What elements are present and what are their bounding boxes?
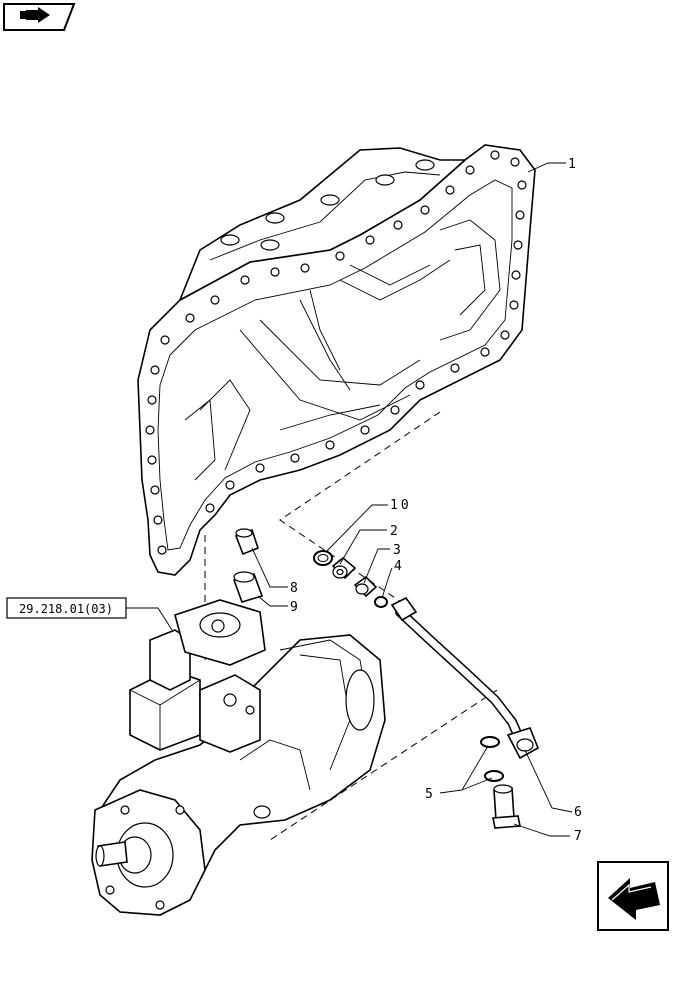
callout-4: 4 xyxy=(394,559,402,574)
callouts: 1 2 3 4 5 6 7 8 9 10 xyxy=(251,157,582,844)
hydraulic-pump xyxy=(91,599,386,916)
part-pipe xyxy=(390,596,540,760)
arrow-next-icon[interactable] xyxy=(597,861,669,931)
callout-7: 7 xyxy=(574,829,582,844)
callout-3: 3 xyxy=(393,543,401,558)
callout-2: 2 xyxy=(390,524,398,539)
book-arrow-icon[interactable] xyxy=(3,3,76,31)
callout-6: 6 xyxy=(574,805,582,820)
part-o-ring xyxy=(313,550,333,566)
part-dowel-pin-upper xyxy=(234,528,259,556)
part-fitting xyxy=(331,556,357,580)
part-banjo-bolt xyxy=(492,784,521,829)
part-washers xyxy=(480,736,504,782)
callout-9: 9 xyxy=(290,600,298,615)
part-nut xyxy=(353,575,378,598)
reference-label: 29.218.01(03) xyxy=(19,602,113,616)
assembly-guide-lines xyxy=(204,411,498,841)
callout-1: 1 xyxy=(568,157,576,172)
part-seal-ring xyxy=(374,596,388,608)
transmission-housing xyxy=(137,144,536,576)
part-dowel-pin-lower xyxy=(232,571,264,603)
callout-10: 10 xyxy=(390,498,412,513)
callout-5: 5 xyxy=(425,787,433,802)
callout-8: 8 xyxy=(290,581,298,596)
reference-box[interactable]: 29.218.01(03) xyxy=(6,597,173,631)
